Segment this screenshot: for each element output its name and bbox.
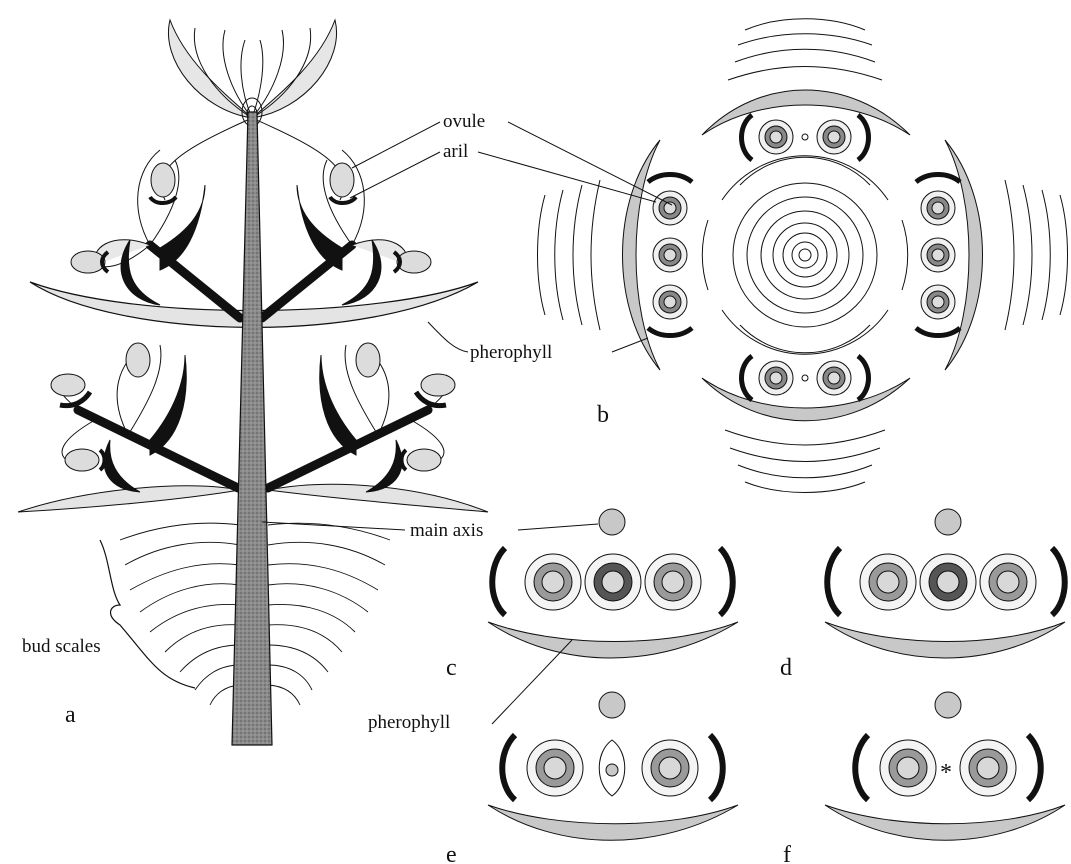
ovule (71, 251, 105, 273)
panel-label-e: e (446, 842, 457, 864)
ovule-unit (653, 238, 687, 272)
pherophyll-section (825, 805, 1065, 840)
axis-section (599, 509, 625, 535)
main-axis (232, 112, 272, 745)
panel-label-d: d (780, 655, 792, 681)
ovule-unit (759, 361, 793, 395)
pherophyll-leader-a (428, 322, 468, 352)
aril-leader-b (478, 152, 656, 202)
axis-section (935, 692, 961, 718)
lower-right-ovule-cluster (320, 343, 455, 492)
panel-label-f: f (783, 842, 791, 864)
ovule (151, 163, 175, 197)
ovule-unit (817, 361, 851, 395)
upper-left-ovule-cluster (71, 150, 205, 305)
label-pherophyll-top: pherophyll (470, 342, 552, 363)
label-ovule: ovule (443, 111, 485, 132)
ovule (397, 251, 431, 273)
ovule (330, 163, 354, 197)
lower-left-ovule-cluster (51, 343, 186, 492)
ovule-unit (759, 120, 793, 154)
label-main-axis: main axis (410, 520, 483, 541)
panel-c-diagram (488, 509, 738, 658)
ovule-unit (653, 285, 687, 319)
ovule (356, 343, 380, 377)
panel-d-diagram (825, 509, 1065, 658)
panel-label-b: b (597, 402, 609, 428)
panel-label-a: a (65, 702, 76, 728)
label-aril: aril (443, 141, 468, 162)
ovule (65, 449, 99, 471)
ovule-unit (921, 238, 955, 272)
pherophyll-section (488, 622, 738, 658)
leader-lines (262, 122, 672, 724)
ovule (51, 374, 85, 396)
ovule-unit (653, 191, 687, 225)
label-bud-scales: bud scales (22, 636, 101, 657)
panel-b-floral-diagram (538, 19, 1068, 493)
ovule-unit (817, 120, 851, 154)
main-axis-leader (262, 522, 405, 530)
ovule-unit (921, 285, 955, 319)
axis-section (599, 692, 625, 718)
label-pherophyll-bottom: pherophyll (368, 712, 450, 733)
main-axis-leader-b (518, 524, 598, 530)
pherophyll-section (488, 805, 738, 840)
ovule (407, 449, 441, 471)
panel-label-c: c (446, 655, 457, 681)
aril-leader-a (350, 152, 440, 198)
ovule-leader-a (352, 122, 440, 168)
panel-f-marker: * (940, 760, 952, 786)
pherophyll-leader-b (612, 338, 648, 352)
ovule (126, 343, 150, 377)
axis-section (935, 509, 961, 535)
upper-right-ovule-cluster (297, 150, 431, 305)
pherophyll-bottom-leader (492, 640, 572, 724)
panel-e-diagram (488, 692, 738, 840)
ovule (421, 374, 455, 396)
pherophyll-section (825, 622, 1065, 658)
ovule-unit (921, 191, 955, 225)
